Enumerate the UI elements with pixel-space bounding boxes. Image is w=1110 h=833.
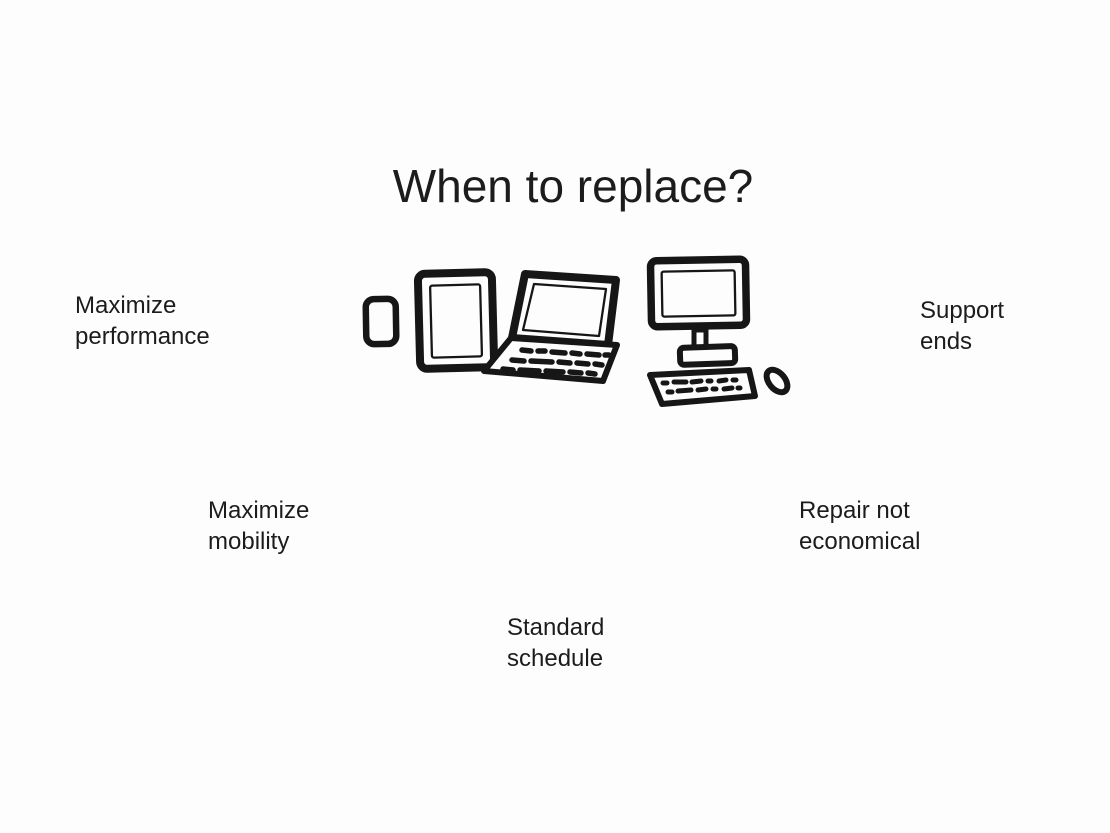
tablet-icon xyxy=(413,268,499,373)
laptop-icon xyxy=(481,270,620,384)
keyboard xyxy=(647,367,758,407)
laptop-keys xyxy=(500,347,612,377)
label-maximize-performance: Maximize performance xyxy=(75,292,210,350)
page-title: When to replace? xyxy=(392,160,754,212)
desktop-computer-icon xyxy=(646,255,791,407)
smartphone-icon xyxy=(362,295,400,348)
devices-drawing xyxy=(362,255,791,407)
label-support-ends: Support ends xyxy=(920,297,1005,355)
label-repair-not-economical: Repair not economical xyxy=(799,497,921,555)
mouse xyxy=(763,366,791,396)
label-standard-schedule: Standard schedule xyxy=(507,614,605,672)
monitor xyxy=(646,255,751,368)
label-maximize-mobility: Maximize mobility xyxy=(208,497,310,555)
